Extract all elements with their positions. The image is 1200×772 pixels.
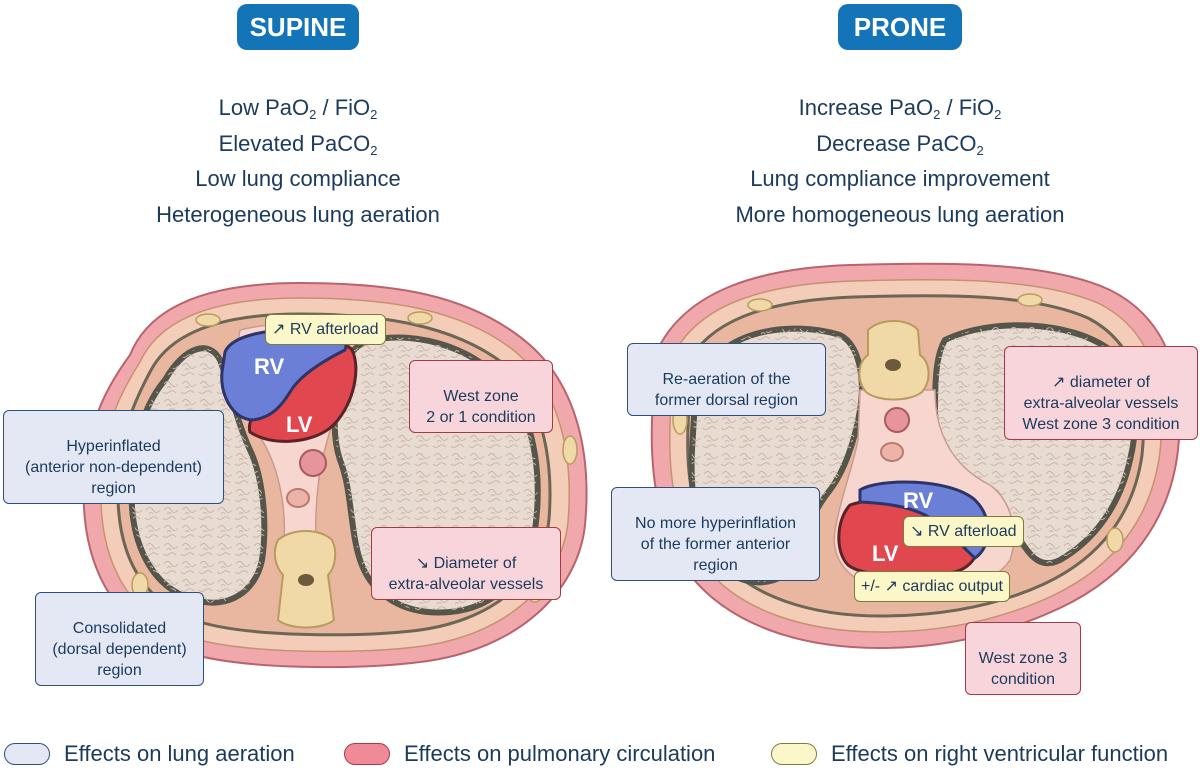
prone-west-zone-label: West zone 3 condition [965,622,1081,695]
supine-effect-pao2: Low PaO2 / FiO2 [218,95,378,122]
legend-circulation: Effects on pulmonary circulation [344,739,715,769]
legend-label-circulation: Effects on pulmonary circulation [404,741,716,766]
prone-rv-label: RV [903,488,934,513]
legend-rv-function: Effects on right ventricular function [771,739,1168,769]
supine-rv-label: RV [254,354,285,379]
supine-effect-aeration: Heterogeneous lung aeration [156,201,440,227]
supine-rv-afterload-label: ↗ RV afterload [265,314,386,345]
prone-no-hyperinflation-label: No more hyperinflation of the former ant… [611,487,820,581]
legend-swatch-rv-function [771,743,817,765]
supine-effect-paco2: Elevated PaCO2 [218,130,378,158]
legend-label-rv-function: Effects on right ventricular function [831,741,1169,766]
legend-swatch-circulation [344,743,390,765]
supine-effects: Low PaO2 / FiO2 Elevated PaCO2 Low lung … [98,90,498,232]
supine-hyperinflated-label: Hyperinflated (anterior non-dependent) r… [3,410,224,504]
supine-esophagus [286,488,310,508]
supine-west-zone-label: West zone 2 or 1 condition [409,360,553,433]
supine-consolidated-label: Consolidated (dorsal dependent) region [35,592,204,686]
supine-lv-label: LV [286,412,313,437]
supine-diameter-label: ↘ Diameter of extra-alveolar vessels [371,527,561,600]
supine-aorta [299,449,327,477]
prone-title: PRONE [838,4,962,50]
prone-effects: Increase PaO2 / FiO2 Decrease PaCO2 Lung… [700,90,1100,232]
prone-effect-compliance: Lung compliance improvement [750,166,1050,191]
prone-effect-aeration: More homogeneous lung aeration [735,201,1065,227]
legend-label-aeration: Effects on lung aeration [64,741,295,766]
legend-aeration: Effects on lung aeration [4,739,295,769]
supine-effect-compliance: Low lung compliance [195,166,401,191]
prone-effect-pao2: Increase PaO2 / FiO2 [798,95,1002,122]
prone-lv-label: LV [872,541,899,566]
prone-diameter-label: ↗ diameter of extra-alveolar vessels Wes… [1004,346,1198,440]
supine-title: SUPINE [237,4,359,50]
prone-rv-afterload-label: ↘ RV afterload [903,516,1024,547]
legend-swatch-aeration [4,743,50,765]
prone-cardiac-output-label: +/- ↗ cardiac output [854,571,1010,602]
prone-effect-paco2: Decrease PaCO2 [816,130,984,158]
prone-aorta [884,407,910,433]
prone-esophagus [880,442,904,462]
prone-reaeration-label: Re-aeration of the former dorsal region [627,343,826,416]
